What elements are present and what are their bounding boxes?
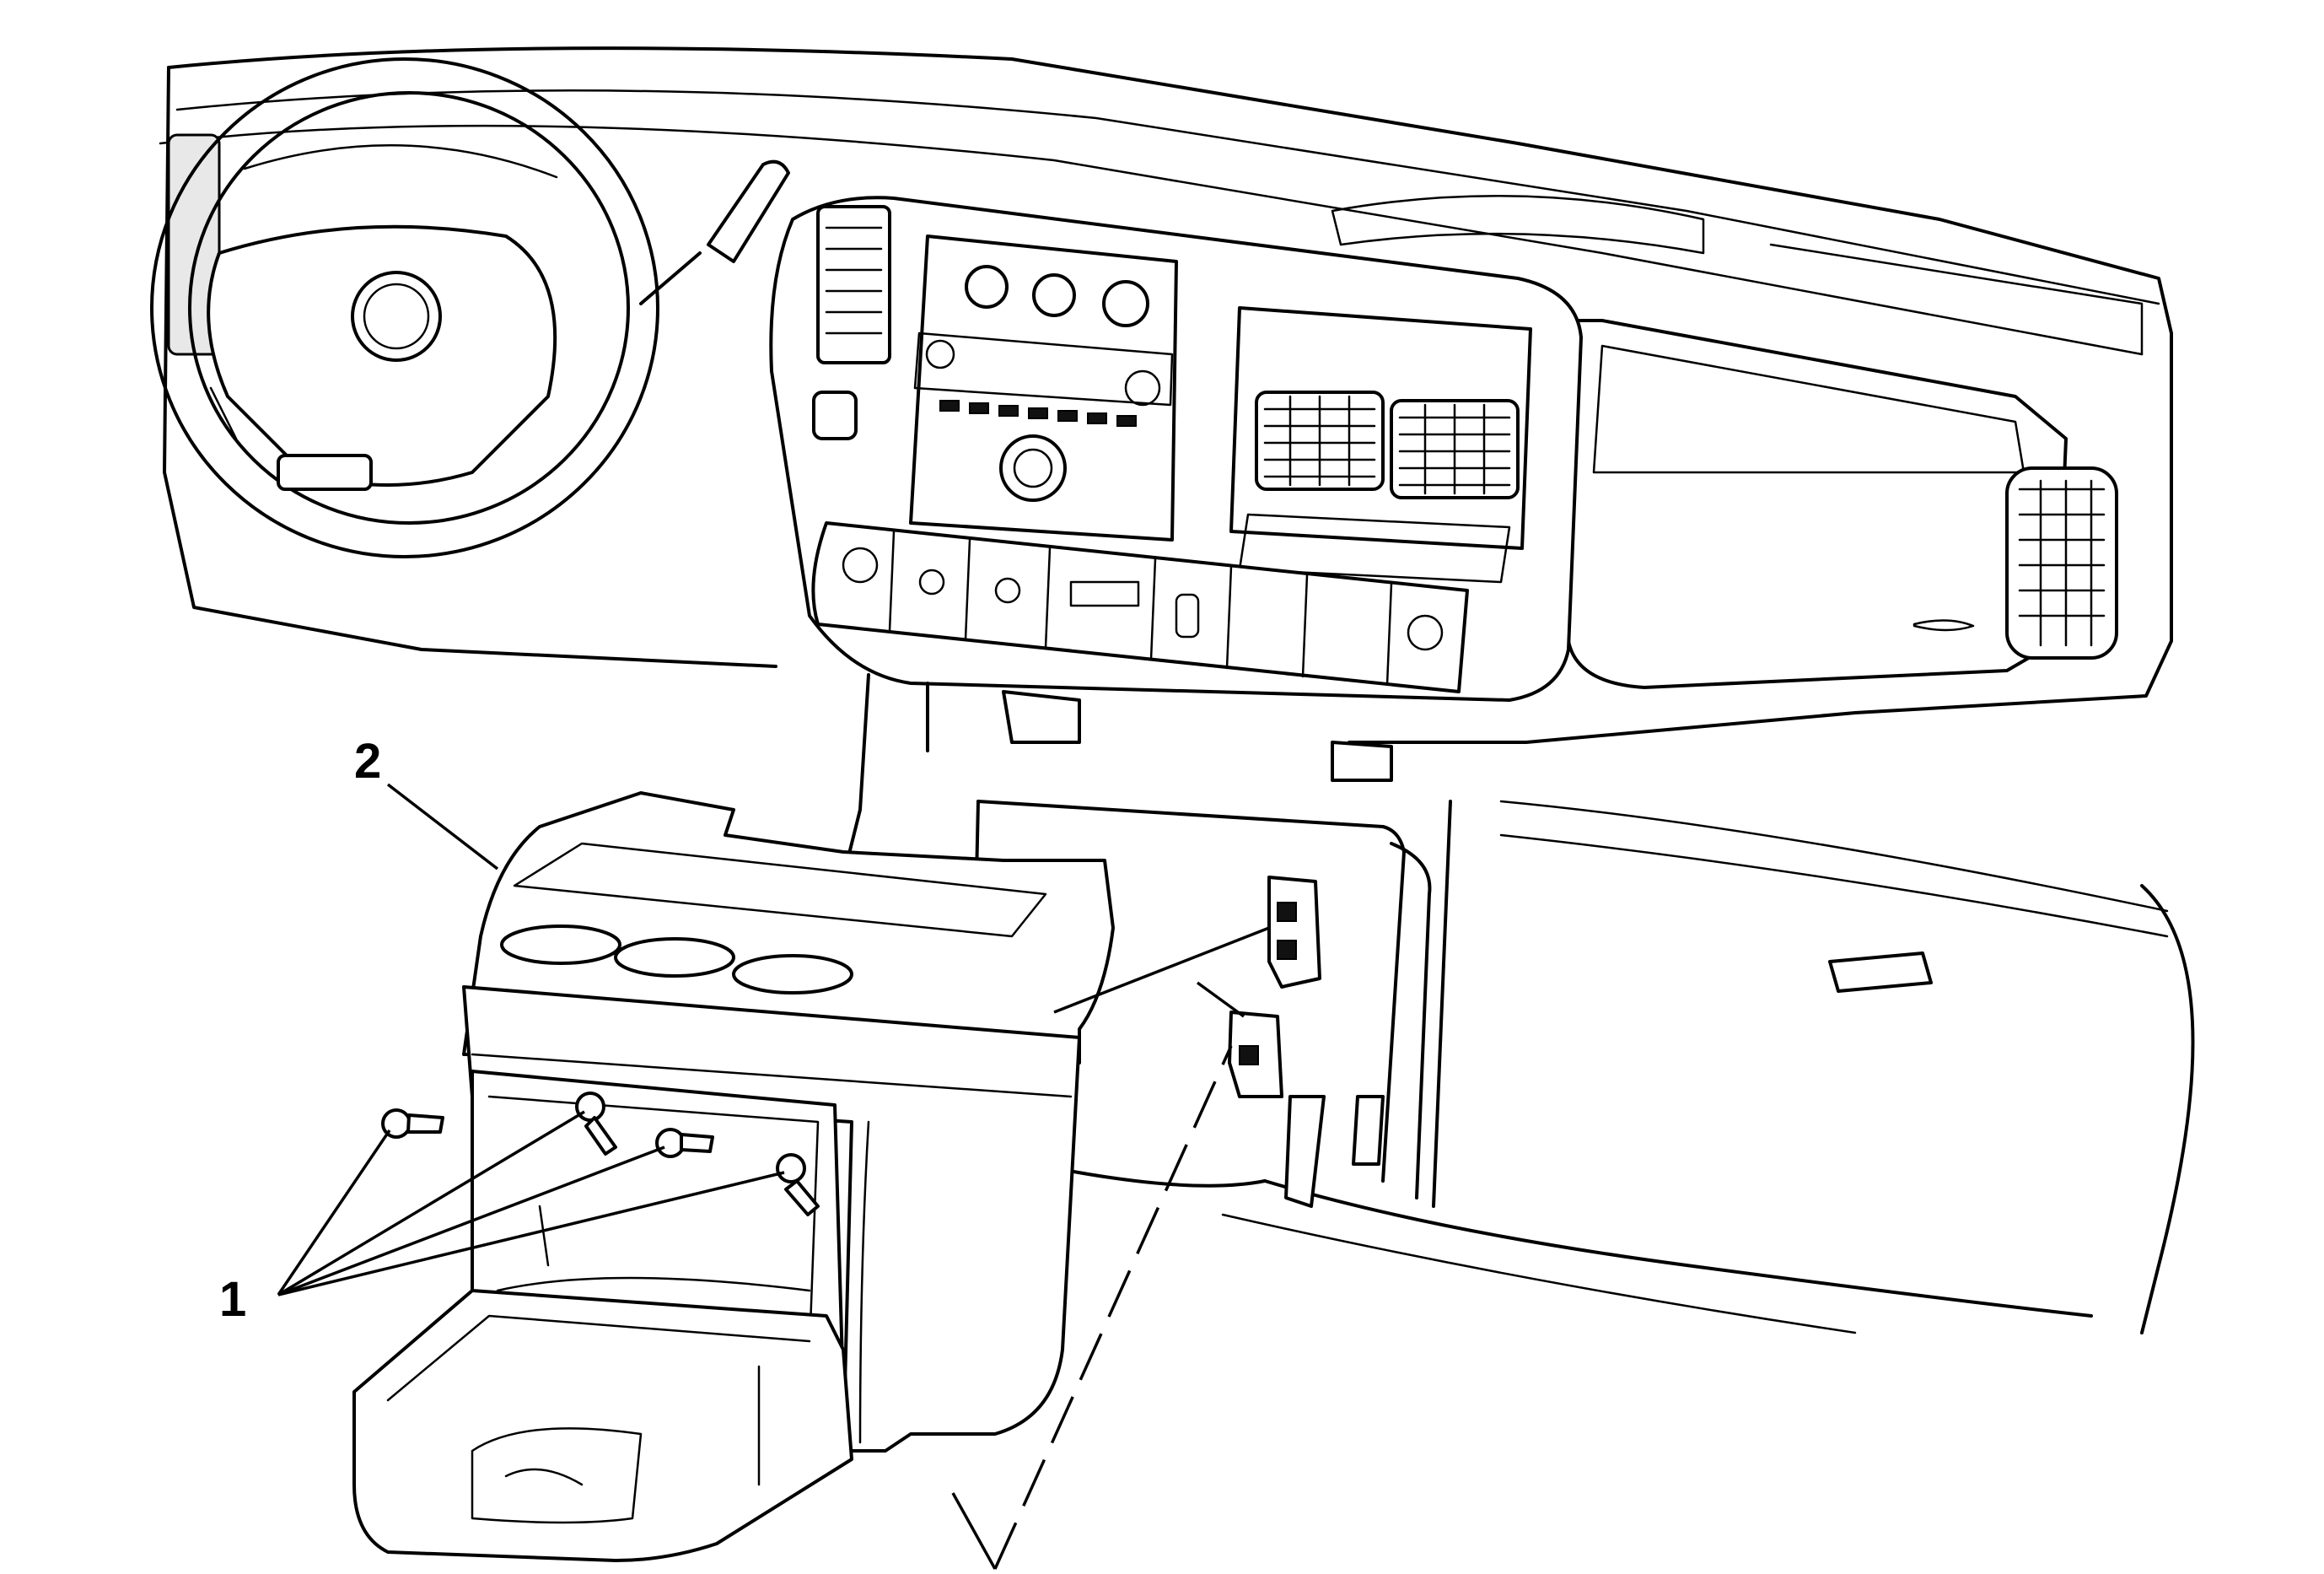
center-console	[352, 791, 1115, 1562]
steering-wheel-icon	[150, 57, 790, 558]
center-stack	[769, 196, 1583, 702]
instrument-panel	[159, 46, 2173, 744]
bolt-icon	[776, 1153, 820, 1216]
leader-lines	[277, 783, 1270, 1570]
air-vent-icon	[1255, 391, 1385, 491]
bracket-icon	[1228, 1011, 1283, 1098]
radio-icon	[909, 234, 1178, 542]
cupholder-icon	[500, 924, 853, 995]
callout-console: 2	[354, 734, 381, 789]
bracket-icon	[1267, 876, 1321, 989]
air-vent-icon	[2005, 466, 2118, 660]
air-vent-icon	[1390, 399, 1520, 499]
callout-fasteners: 1	[219, 1272, 246, 1327]
air-vent-icon	[816, 205, 891, 364]
bolt-icon	[381, 1108, 444, 1139]
bolt-icon	[655, 1128, 714, 1158]
